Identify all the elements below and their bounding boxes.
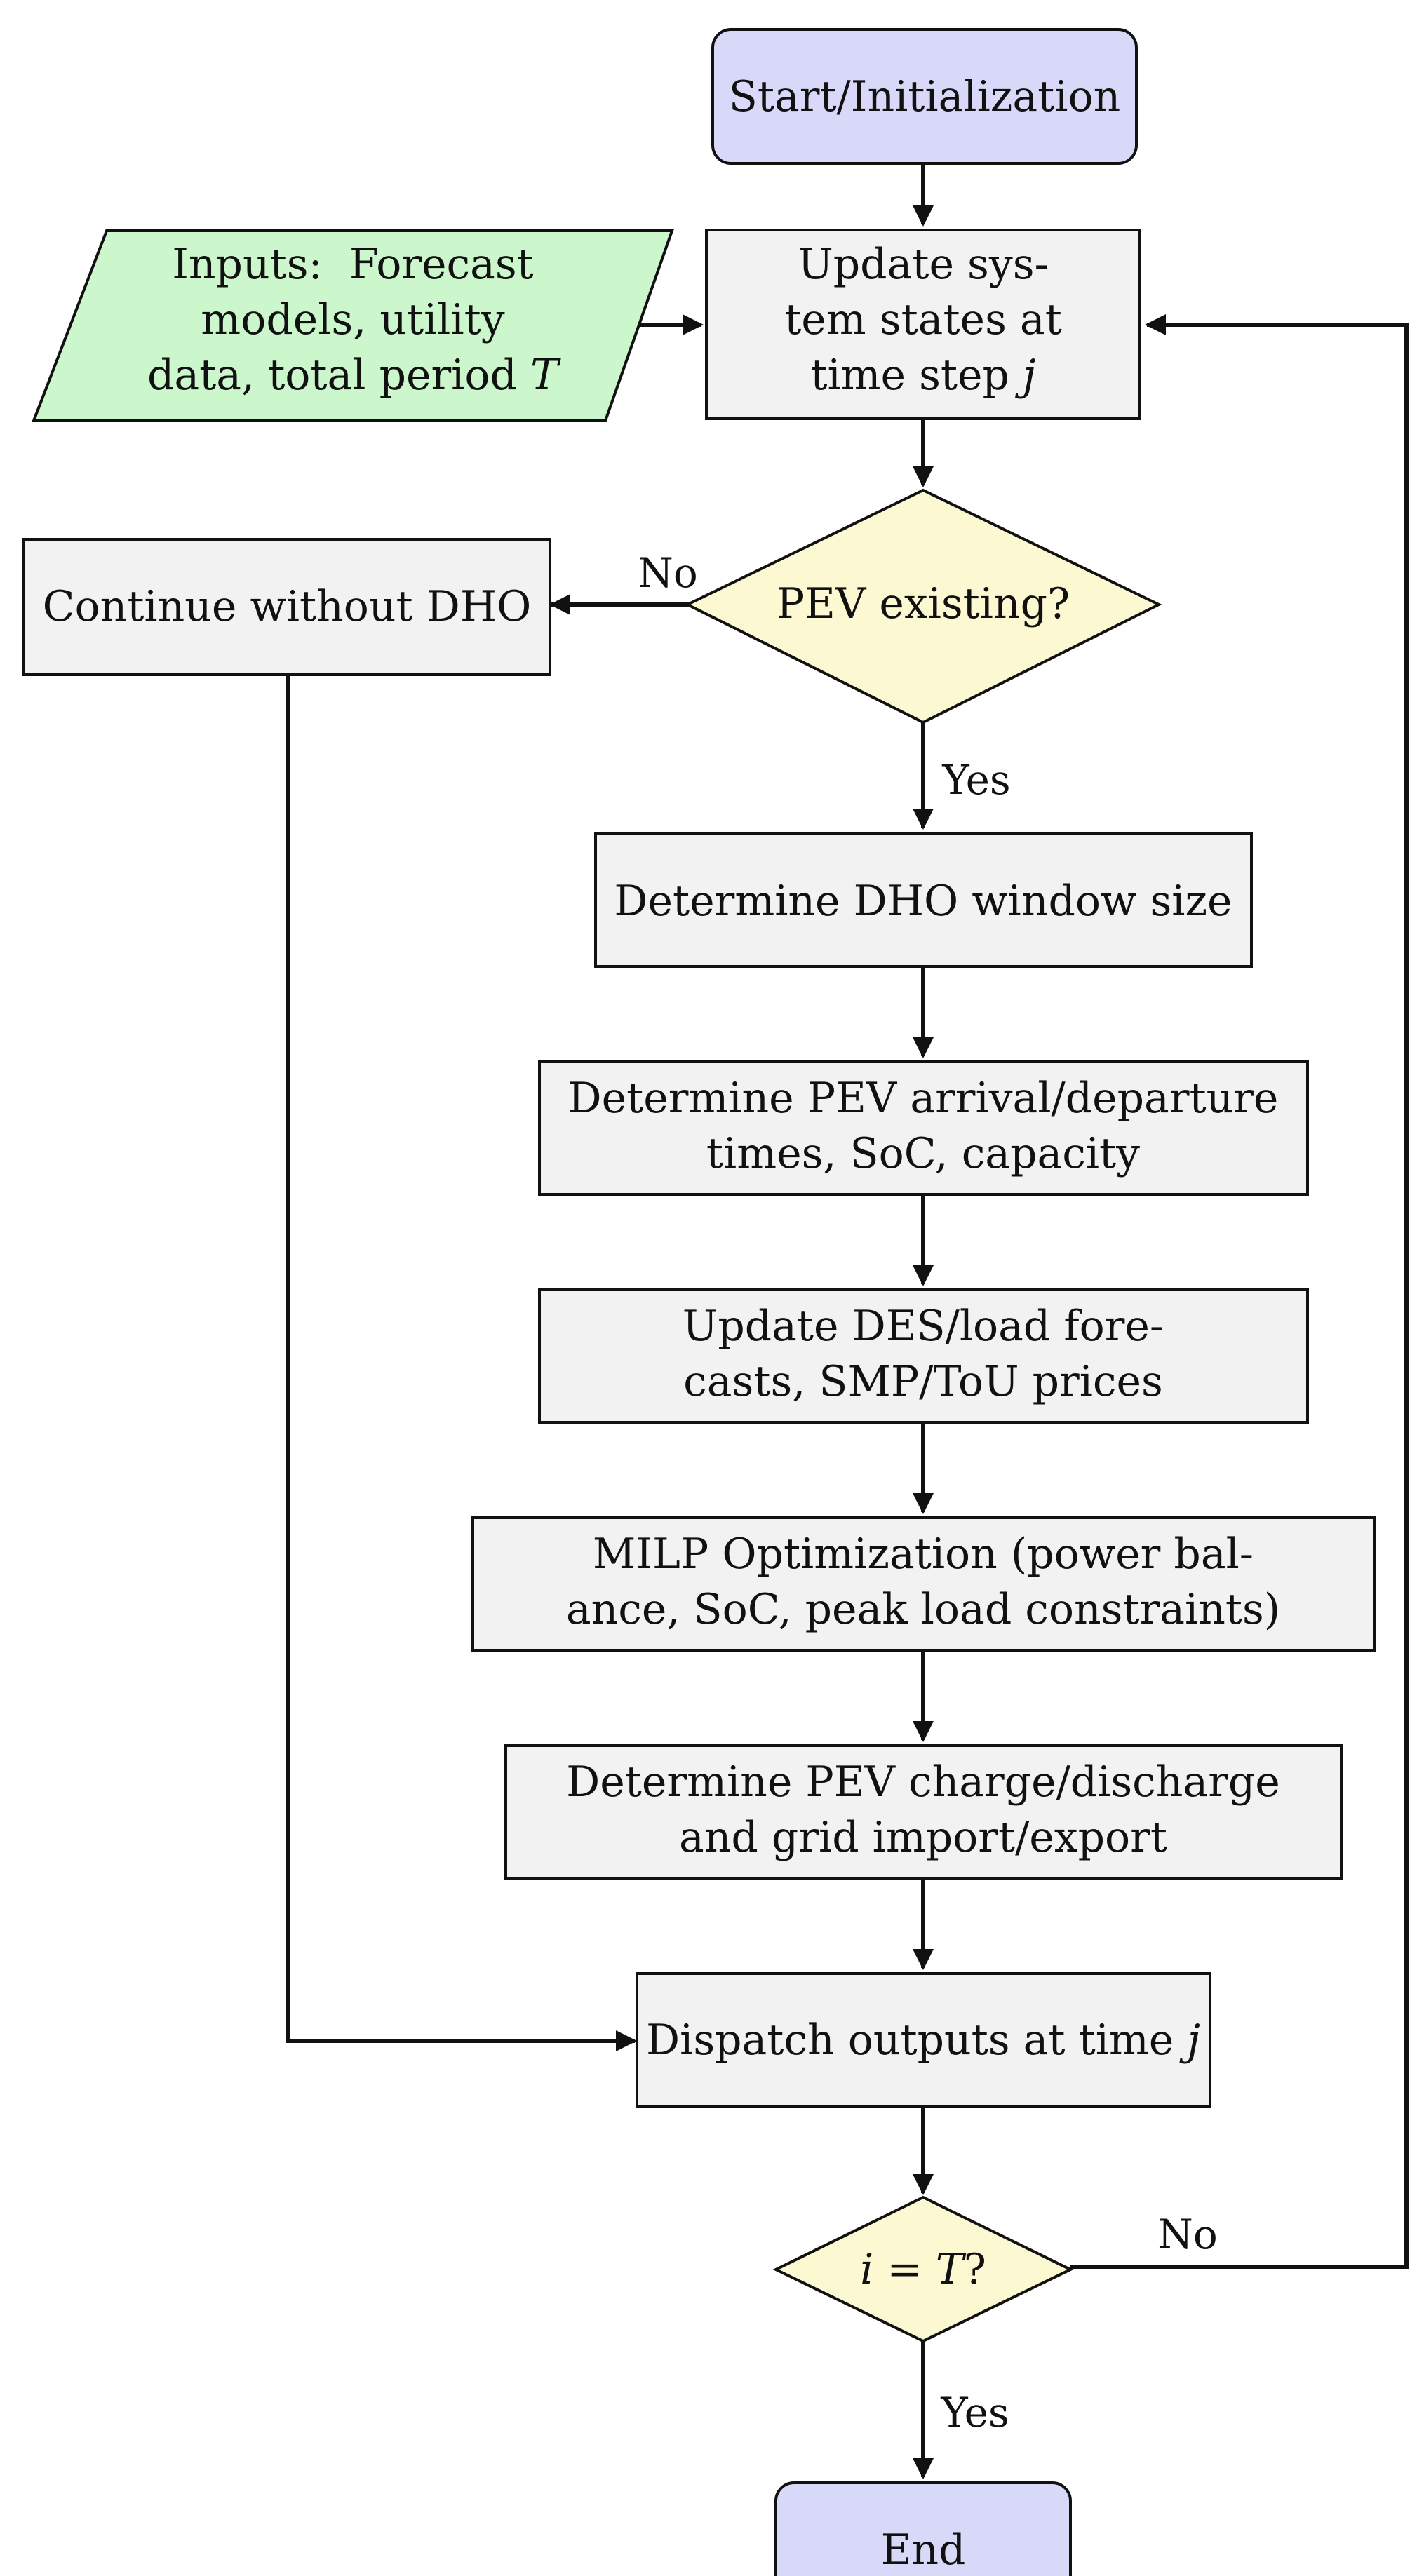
edge-continue-to-dispatch [286, 675, 637, 2051]
determine-pev-times-node-shape [538, 1060, 1309, 1196]
start-node-label: Start/Initialization [729, 72, 1120, 121]
dispatch-node-label: Dispatch outputs at time j [646, 2016, 1200, 2065]
update-states-node-line-2: tem states at [784, 295, 1062, 344]
determine-window-node: Determine DHO window size [594, 832, 1253, 968]
check-end-decision-shape [772, 2195, 1074, 2343]
milp-optimization-node-line-2: ance, SoC, peak load constraints) [566, 1585, 1280, 1634]
update-forecasts-node-line-2: casts, SMP/ToU prices [683, 1357, 1163, 1406]
inputs-node-period-variable: T [530, 351, 561, 400]
update-states-node-line-3: time step j [810, 351, 1035, 400]
end-node-label: End [881, 2526, 966, 2575]
continue-without-dho-node-shape [22, 538, 551, 676]
pev-existing-yes-label: Yes [941, 756, 1010, 804]
dispatch-node: Dispatch outputs at time j [636, 1972, 1211, 2108]
start-node: Start/Initialization [711, 28, 1138, 165]
pev-existing-no-label: No [638, 549, 698, 597]
update-states-node-line-3-text: time step [810, 351, 1023, 400]
check-end-index-variable: i [860, 2245, 873, 2294]
continue-without-dho-node-label: Continue without DHO [43, 582, 532, 631]
determine-window-node-shape [594, 832, 1253, 968]
milp-optimization-node-shape [471, 1516, 1376, 1652]
milp-optimization-node-line-1: MILP Optimization (power bal- [593, 1530, 1254, 1579]
determine-charge-node: Determine PEV charge/discharge and grid … [504, 1744, 1343, 1880]
determine-window-node-label: Determine DHO window size [614, 877, 1232, 926]
update-forecasts-node-shape [538, 1288, 1309, 1424]
edge-end-check-no-loop [1070, 314, 1409, 2269]
dispatch-node-label-text: Dispatch outputs at time [646, 2016, 1187, 2065]
determine-pev-times-node-line-1: Determine PEV arrival/departure [568, 1074, 1279, 1123]
continue-without-dho-node: Continue without DHO [22, 538, 551, 676]
determine-charge-node-line-2: and grid import/export [679, 1813, 1167, 1862]
determine-pev-times-node-line-2: times, SoC, capacity [706, 1129, 1140, 1178]
end-node: End [774, 2481, 1072, 2576]
check-end-question-mark: ? [964, 2245, 986, 2294]
determine-charge-node-shape [504, 1744, 1343, 1880]
update-states-node-line-1: Update sys- [798, 240, 1049, 289]
check-end-decision: i = T? [772, 2195, 1074, 2343]
pev-existing-decision-label: PEV existing? [777, 579, 1070, 628]
inputs-node-line-2: models, utility [201, 295, 504, 344]
inputs-node-shape [32, 229, 674, 422]
update-forecasts-node: Update DES/load fore- casts, SMP/ToU pri… [538, 1288, 1309, 1424]
end-node-shape [774, 2481, 1072, 2576]
update-forecasts-node-line-1: Update DES/load fore- [683, 1302, 1164, 1351]
pev-existing-decision: PEV existing? [684, 488, 1162, 724]
check-end-decision-label: i = T? [860, 2245, 986, 2294]
pev-existing-decision-shape [684, 488, 1162, 724]
inputs-node-line-3-text: data, total period [147, 351, 530, 400]
check-end-no-label: No [1157, 2211, 1218, 2258]
start-node-shape [711, 28, 1138, 165]
check-end-period-variable: T [936, 2245, 967, 2294]
determine-pev-times-node: Determine PEV arrival/departure times, S… [538, 1060, 1309, 1196]
check-end-equals-sign: = [873, 2245, 935, 2294]
determine-charge-node-line-1: Determine PEV charge/discharge [566, 1758, 1280, 1807]
milp-optimization-node: MILP Optimization (power bal- ance, SoC,… [471, 1516, 1376, 1652]
check-end-yes-label: Yes [940, 2389, 1009, 2436]
inputs-node: Inputs: Forecast models, utility data, t… [32, 229, 674, 422]
update-states-node-shape [705, 229, 1141, 420]
dispatch-node-shape [636, 1972, 1211, 2108]
inputs-node-line-1: Inputs: Forecast [172, 240, 534, 289]
inputs-node-line-3: data, total period T [147, 351, 561, 400]
update-states-node: Update sys- tem states at time step j [705, 229, 1141, 420]
